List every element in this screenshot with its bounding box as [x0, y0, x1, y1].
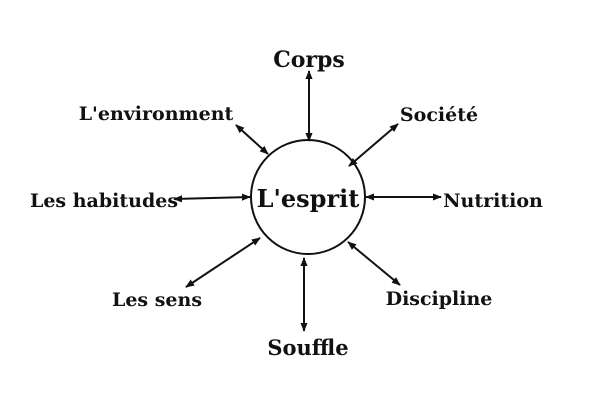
node-label-souffle: Souffle [267, 335, 348, 360]
arrow-environment [235, 124, 269, 155]
center-label: L'esprit [257, 184, 360, 213]
node-label-les-sens: Les sens [112, 289, 202, 311]
arrow-les-habitudes [173, 193, 251, 203]
node-label-discipline: Discipline [386, 288, 493, 310]
arrow-societe [348, 123, 399, 167]
arrow-discipline [347, 241, 401, 286]
node-label-les-habitudes: Les habitudes [30, 190, 178, 212]
node-label-societe: Société [400, 104, 478, 126]
arrow-les-sens [185, 237, 261, 288]
node-label-environment: L'environment [79, 103, 234, 125]
node-label-nutrition: Nutrition [443, 190, 543, 212]
node-label-corps: Corps [273, 47, 345, 73]
